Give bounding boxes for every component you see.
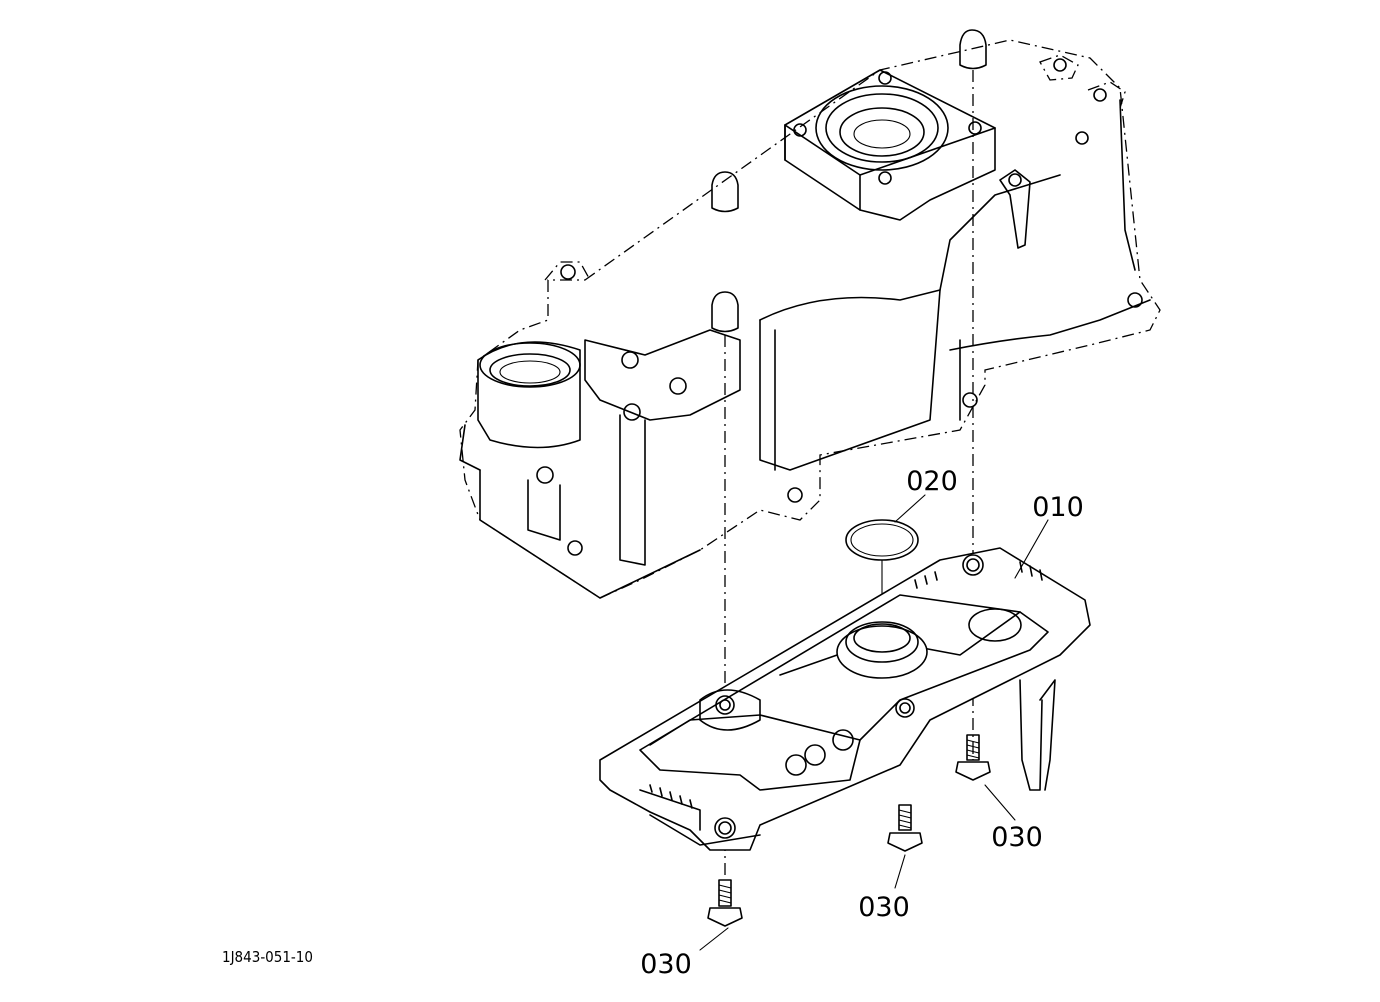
callout-030-middle: 030 [858,892,910,923]
bolt-030-right [955,734,991,781]
callout-030-left: 030 [640,949,692,980]
o-ring-020-inner [850,523,914,557]
o-ring-020 [845,519,919,561]
lower-cover-010 [599,547,1091,851]
upper-housing-phantom [459,39,1161,599]
callout-010: 010 [1032,492,1084,523]
upper-housing [459,29,1151,599]
leader-lines [699,494,1049,951]
bolt-030-left [707,879,743,927]
document-id: 1J843-051-10 [222,948,313,966]
callout-020: 020 [906,466,958,497]
bolt-030-middle [887,804,923,852]
callout-030-right: 030 [991,822,1043,853]
